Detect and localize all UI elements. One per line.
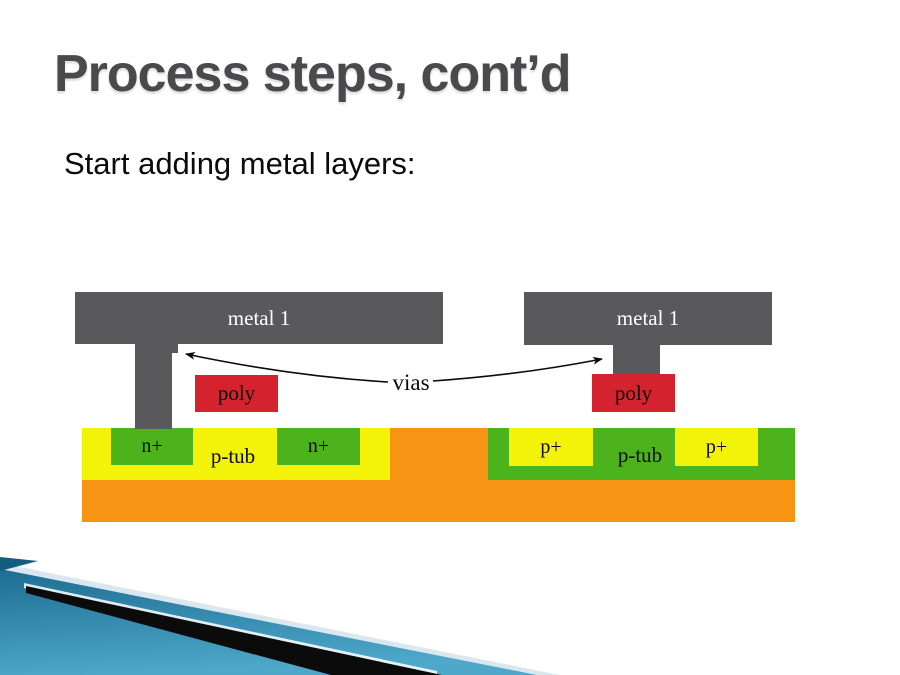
metal1-label: metal 1 bbox=[616, 306, 680, 330]
right-diffusion-2: p+ bbox=[675, 428, 758, 466]
poly-label: poly bbox=[217, 381, 256, 405]
left-tub-label: p-tub bbox=[210, 444, 256, 468]
slide-title: Process steps, cont’d bbox=[54, 45, 572, 103]
metal1-label: metal 1 bbox=[227, 305, 291, 330]
right-tub-label: p-tub bbox=[617, 443, 663, 467]
right-via bbox=[613, 344, 660, 376]
diffusion-label: p+ bbox=[705, 435, 728, 458]
diffusion-label: p+ bbox=[540, 435, 562, 458]
vias-arrow-right bbox=[432, 356, 603, 382]
left-metal1-bar: metal 1 bbox=[75, 292, 443, 344]
left-diffusion-2: n+ bbox=[277, 428, 360, 465]
right-poly-gate: poly bbox=[592, 374, 675, 412]
vias-label: vias bbox=[392, 370, 430, 395]
left-diffusion-1: n+ bbox=[111, 428, 193, 465]
slide-subtitle: Start adding metal layers: bbox=[64, 146, 416, 181]
poly-label: poly bbox=[614, 380, 653, 405]
right-diffusion-1: p+ bbox=[509, 428, 593, 466]
footer-dark-sliver bbox=[0, 557, 38, 571]
left-poly-gate: poly bbox=[195, 375, 278, 412]
footer-teal-wedge bbox=[0, 569, 537, 675]
footer-black-stripe bbox=[26, 586, 442, 675]
diffusion-label: n+ bbox=[307, 435, 330, 457]
left-via-step bbox=[172, 343, 178, 353]
diffusion-label: n+ bbox=[141, 435, 163, 457]
left-via bbox=[135, 343, 172, 429]
right-metal1-bar: metal 1 bbox=[524, 292, 772, 345]
footer-decoration bbox=[0, 557, 560, 675]
